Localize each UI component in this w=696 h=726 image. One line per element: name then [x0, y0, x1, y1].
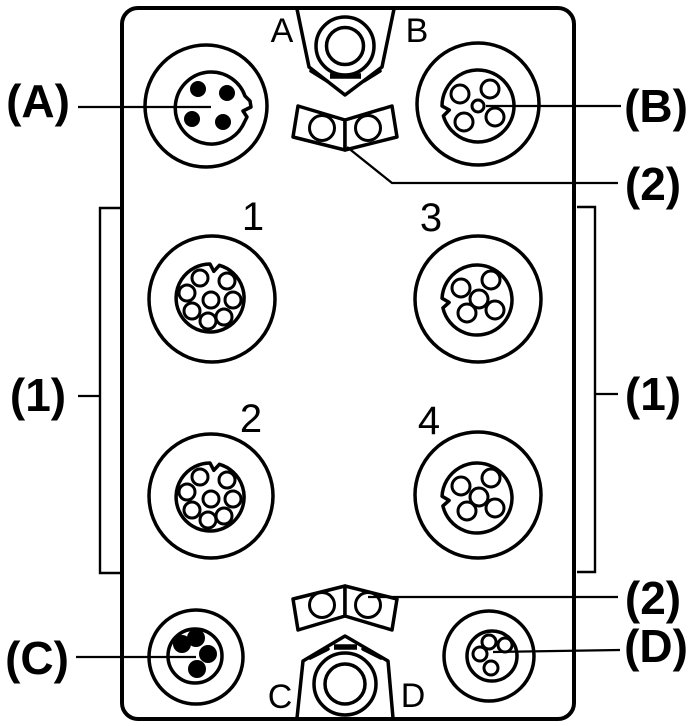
port-1-socket [190, 268, 210, 288]
port-3-socket [456, 302, 478, 324]
led-indicator-top [291, 104, 399, 152]
port-2-socket [198, 510, 218, 530]
callout-c-label: (C) [5, 632, 69, 684]
connector-d-socket [480, 633, 498, 651]
mount-letter-c: C [268, 678, 293, 716]
connector-b-socket [453, 111, 475, 133]
port-1-socket [182, 301, 202, 321]
callout-labels: (A) (B) (2) (1) (1) (2) (C) (D) [5, 75, 688, 684]
mount-letter-a: A [271, 12, 294, 50]
connector-d-socket [482, 659, 500, 677]
port-2-socket [182, 500, 202, 520]
port-1-socket [177, 283, 197, 303]
mounting-tab-bottom-chamfer-left [308, 647, 330, 660]
connector-c-pin [199, 645, 217, 663]
port-4 [413, 430, 543, 560]
connector-b [415, 41, 541, 167]
port-2 [147, 432, 275, 560]
port-3-center-socket [468, 288, 490, 310]
mounting-tab-bottom-chamfer-right [361, 647, 383, 660]
port-4-socket [450, 475, 472, 497]
connector-c-pin [188, 660, 206, 678]
connector-a-pin [215, 114, 231, 130]
port-3 [413, 234, 543, 364]
mounting-tab-top-chamfer-right [362, 69, 382, 83]
bracket-left [98, 206, 121, 575]
led-top-left-lens [308, 114, 336, 142]
bracket-left-line [98, 206, 121, 575]
port-3-socket [480, 269, 502, 291]
port-3-label: 3 [420, 196, 442, 240]
callout-2-top-label: (2) [625, 158, 681, 210]
leader-callout-d [492, 648, 621, 654]
port-2-socket [214, 506, 234, 526]
connector-b-center-socket [470, 98, 486, 114]
port-numbers: 1 3 2 4 [240, 195, 442, 443]
connector-c-pin [187, 629, 205, 647]
connector-c-pin [173, 635, 191, 653]
port-2-label: 2 [240, 397, 262, 441]
mounting-letters: A B C D [268, 12, 429, 716]
connector-b-socket [449, 83, 471, 105]
port-1-socket [223, 290, 243, 310]
connector-b-socket [479, 78, 501, 100]
mounting-hole-bottom-inner [323, 662, 367, 706]
leader-callout-2-top [346, 146, 618, 185]
led-top-right-lens [354, 114, 382, 142]
mounting-tab-top [295, 7, 396, 97]
mounting-tab-bottom-outline [295, 634, 395, 720]
bracket-right-line [577, 205, 597, 574]
port-2-socket [223, 489, 243, 509]
mounting-tab-top-chamfer-left [309, 69, 329, 83]
port-1-socket [198, 311, 218, 331]
port-1 [147, 234, 277, 364]
port-4-center-socket [468, 486, 490, 508]
port-4-socket [484, 497, 506, 519]
bracket-right [577, 205, 597, 574]
port-4-label: 4 [418, 399, 440, 443]
mounting-tab-bottom [295, 634, 395, 720]
port-1-center-socket [201, 290, 221, 310]
port-1-label: 1 [242, 195, 264, 239]
mounting-hole-bottom-outer [312, 651, 378, 717]
port-1-socket [214, 307, 234, 327]
port-1-socket [217, 271, 237, 291]
mount-letter-b: B [406, 12, 429, 50]
port-3-socket [450, 277, 472, 299]
port-2-socket [177, 482, 197, 502]
mounting-hole-top-outer [314, 15, 376, 77]
callout-1-left-label: (1) [10, 369, 66, 421]
port-4-socket [480, 467, 502, 489]
connector-a-pin [219, 85, 235, 101]
callout-a-label: (A) [6, 75, 70, 127]
callout-1-right-label: (1) [625, 368, 681, 420]
callout-d-label: (D) [624, 620, 688, 672]
led-bottom-right-lens [354, 591, 382, 619]
connector-d-socket [496, 636, 514, 654]
port-3-socket [484, 299, 506, 321]
port-2-socket [217, 470, 237, 490]
mounting-tab-top-outline [295, 7, 396, 97]
port-2-socket [190, 467, 210, 487]
connector-a-pin [190, 81, 206, 97]
port-4-socket [456, 500, 478, 522]
mount-letter-d: D [401, 677, 426, 715]
mounting-hole-top-inner [324, 25, 366, 67]
callout-b-label: (B) [624, 80, 688, 132]
connector-d-socket [471, 645, 489, 663]
leader-lines [76, 104, 621, 659]
port-2-center-socket [201, 489, 221, 509]
connector-a-pin [184, 111, 200, 127]
connector-b-socket [484, 106, 506, 128]
callout-2-bottom-label: (2) [625, 572, 681, 624]
connector-d [442, 609, 536, 703]
led-bottom-left-lens [308, 591, 336, 619]
